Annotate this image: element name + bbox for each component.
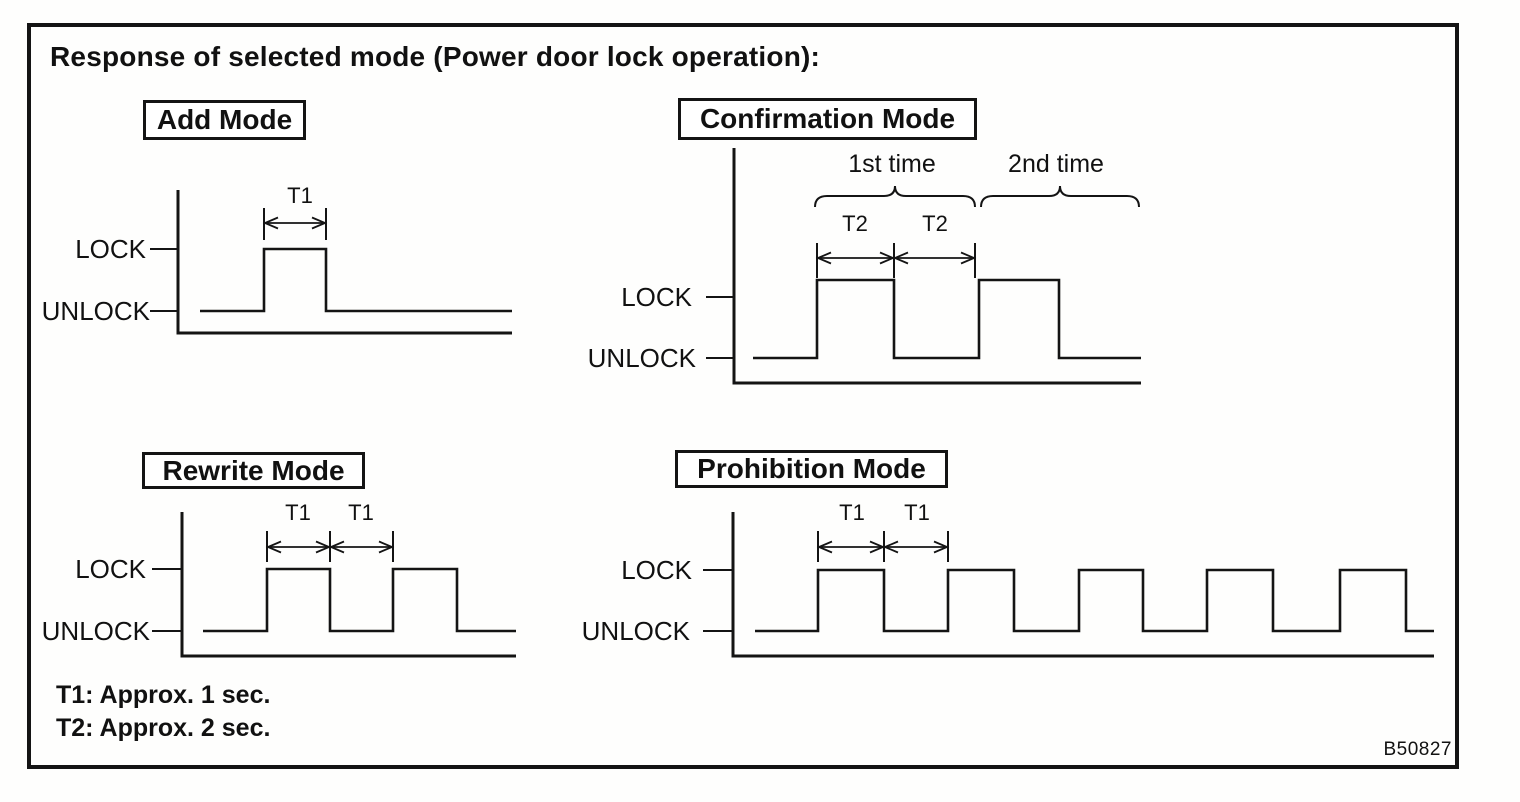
prohibition-t1-dimension-label-2: T1 [904,500,930,525]
confirmation-1st-time-label: 1st time [848,150,936,178]
page-title: Response of selected mode (Power door lo… [50,41,821,72]
rewrite-t1-dimension-label-2: T1 [348,500,374,525]
prohibition-mode-label: Prohibition Mode [697,453,926,484]
confirmation-t2-dimension-label-2: T2 [922,211,948,236]
prohibition-t1-dimension-label-1: T1 [839,500,865,525]
rewrite-t1-dimension-label-1: T1 [285,500,311,525]
rewrite-waveform [203,567,516,633]
rewrite-axes [180,512,516,658]
confirmation-axes [732,148,1141,385]
add-mode-label-box: Add Mode [143,100,306,140]
rewrite-unlock-label: UNLOCK [41,616,150,646]
add-mode-label: Add Mode [156,104,293,135]
rewrite-lock-label: LOCK [75,554,146,584]
confirmation-mode-label-box: Confirmation Mode [678,98,977,140]
confirmation-unlock-label: UNLOCK [587,343,696,373]
confirmation-waveform [753,278,1141,360]
rewrite-mode-label: Rewrite Mode [162,454,345,486]
confirmation-cycle-brace-0 [814,185,976,208]
prohibition-axes [731,512,1434,658]
add-axes [176,190,512,335]
prohibition-mode-label-box: Prohibition Mode [675,450,948,488]
add-t1-dimension-label: T1 [287,183,313,208]
prohibition-unlock-label: UNLOCK [581,616,690,646]
footnote-t2: T2: Approx. 2 sec. [56,714,271,742]
figure-reference-code: B50827 [1383,739,1452,760]
confirmation-lock-label: LOCK [621,282,692,312]
confirmation-2nd-time-label: 2nd time [1008,150,1104,178]
confirmation-cycle-brace-1 [980,185,1140,208]
rewrite-mode-label-box: Rewrite Mode [142,452,365,489]
prohibition-lock-label: LOCK [621,555,692,585]
confirmation-t2-dimension-label-1: T2 [842,211,868,236]
prohibition-waveform [755,568,1434,633]
add-waveform [200,247,512,313]
diagram-frame-border [27,23,1459,769]
confirmation-mode-label: Confirmation Mode [699,103,956,134]
add-unlock-label: UNLOCK [41,296,150,326]
add-lock-label: LOCK [75,234,146,264]
footnote-t1: T1: Approx. 1 sec. [56,681,271,709]
